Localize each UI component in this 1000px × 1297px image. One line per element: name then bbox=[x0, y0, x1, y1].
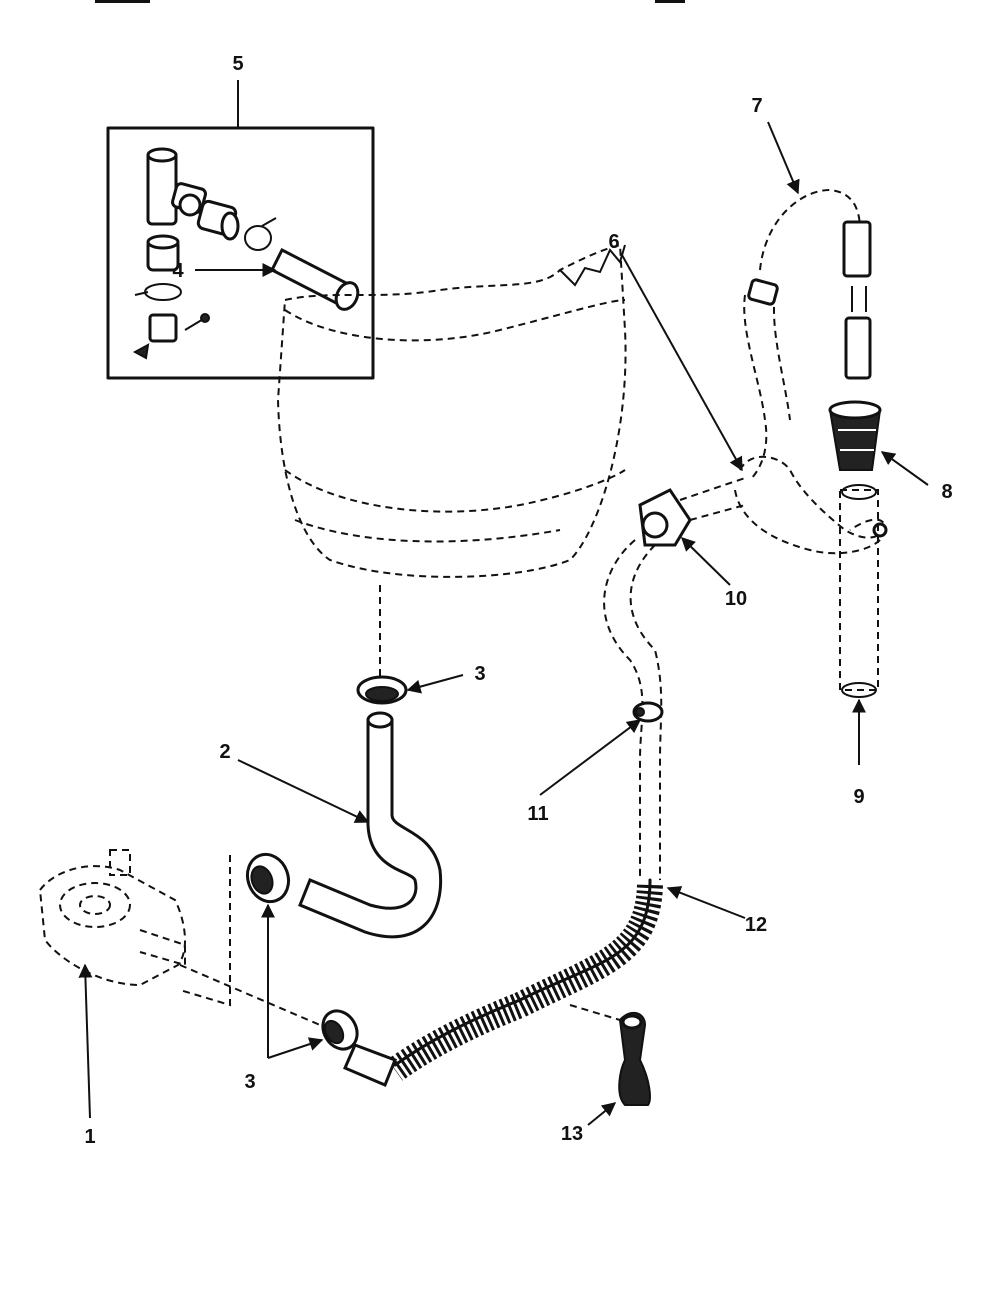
part-2-hose bbox=[298, 711, 443, 939]
callout-6: 6 bbox=[608, 231, 619, 253]
part-13-hose-hanger-icon bbox=[569, 1004, 651, 1106]
part-5-drain-kit-inset bbox=[106, 80, 375, 380]
part-3-clamp-top-icon bbox=[356, 675, 408, 705]
callout-8: 8 bbox=[941, 481, 952, 503]
part-8-strainer-icon bbox=[828, 400, 882, 471]
callout-1: 1 bbox=[84, 1126, 95, 1148]
callout-12: 12 bbox=[745, 914, 767, 936]
part-6-hose-clamp bbox=[734, 455, 888, 555]
hose-section-icon bbox=[269, 247, 360, 311]
callout-7: 7 bbox=[751, 95, 762, 117]
coupling-icon bbox=[196, 199, 240, 241]
callout-10: 10 bbox=[725, 588, 747, 610]
part-10-fitting-icon bbox=[638, 477, 746, 547]
part-3-clamp-lower-icon bbox=[245, 852, 291, 904]
callout-labels: 1 2 3 3 4 5 6 7 8 9 10 11 12 13 bbox=[84, 53, 952, 1148]
part-1-pump bbox=[38, 849, 321, 1026]
callout-9: 9 bbox=[853, 786, 864, 808]
callout-11: 11 bbox=[527, 803, 548, 825]
callout-3-top: 3 bbox=[474, 663, 485, 685]
callout-2: 2 bbox=[219, 741, 230, 763]
part-11-hose-clamp-icon bbox=[632, 701, 664, 723]
callout-13: 13 bbox=[561, 1123, 583, 1145]
cap-icon bbox=[146, 234, 180, 272]
part-7-upper-hose bbox=[743, 188, 872, 481]
clamp-small-icon bbox=[244, 217, 277, 251]
callout-3-bottom: 3 bbox=[244, 1071, 255, 1093]
callout-5: 5 bbox=[232, 53, 243, 75]
leader-lines bbox=[78, 121, 929, 1126]
clamp-ring-icon bbox=[134, 283, 182, 301]
bracket-icon bbox=[132, 313, 210, 360]
part-3-clamp-pump-outlet-icon bbox=[321, 1009, 397, 1087]
callout-4: 4 bbox=[172, 260, 184, 282]
part-9-standpipe bbox=[839, 484, 879, 698]
top-edge-marks bbox=[95, 0, 685, 3]
part-12-drain-hose bbox=[387, 539, 663, 1081]
tee-fitting-icon bbox=[146, 147, 207, 226]
part-4-tub-outline bbox=[276, 243, 627, 680]
